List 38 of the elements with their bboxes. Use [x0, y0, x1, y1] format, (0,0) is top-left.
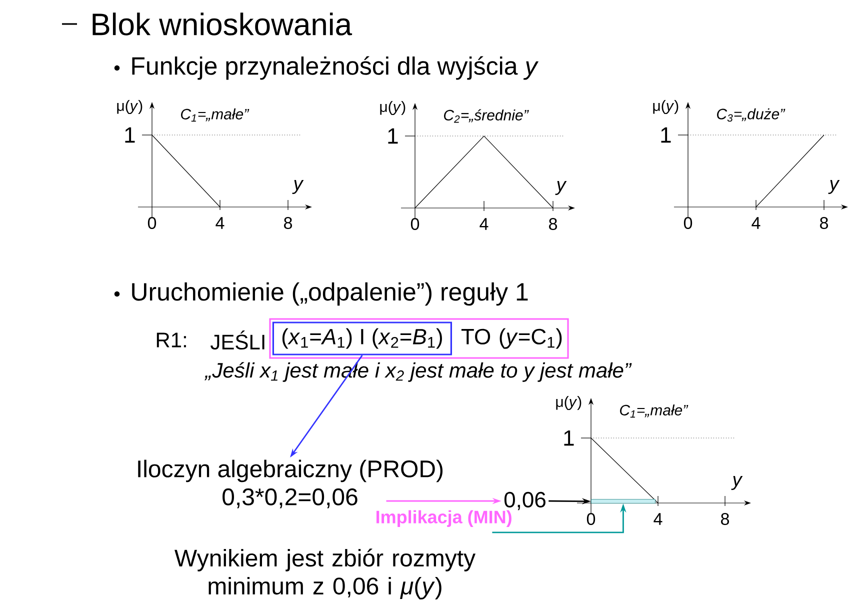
tick-label: 8	[549, 218, 557, 230]
tick-label: 8	[820, 216, 828, 230]
tick-label: 0	[148, 216, 156, 230]
axis-label: y	[731, 476, 743, 490]
axis-label: y	[828, 180, 840, 194]
value-text: 0,06	[504, 492, 546, 510]
tick-label: 0	[684, 216, 692, 230]
set-label: C$_{1}$=„małe”	[620, 404, 688, 418]
axis-label: y	[292, 180, 304, 194]
condition-box: (x$_{1}$=A$_{1}$) I (x$_{2}$=B$_{1}$)	[272, 322, 452, 356]
rule-label: R1:	[156, 332, 186, 348]
axis-label: μ(y)	[117, 100, 142, 114]
result-text: Iloczyn algebraiczny (PROD) 0,3*0,2=0,06	[138, 460, 442, 508]
tick-label: 1	[661, 127, 671, 143]
tick-label: 4	[480, 218, 488, 230]
axis-label: μ(y)	[380, 101, 406, 115]
tick-label: 4	[654, 513, 662, 525]
note-text: Wynikiem jest zbiór rozmyty minimum z 0,06 i μ(y)	[174, 548, 476, 600]
tick-label: 0	[410, 218, 420, 230]
axis-label: μ(y)	[556, 396, 582, 410]
edge-label: Implikacja (MIN)	[376, 510, 512, 527]
tick-label: 8	[284, 216, 292, 230]
tick-label: 4	[216, 217, 224, 229]
axis-label: y	[555, 181, 567, 195]
axis-label: μ(y)	[653, 100, 678, 114]
set-label: C$_{3}$=„duże”	[717, 108, 786, 122]
tick-label: 1	[388, 128, 398, 144]
bullet-text: Uruchomienie („odpalenie”) reguły 1	[132, 282, 528, 306]
bullet-text: Funkcje przynależności dla wyjścia y	[132, 56, 539, 80]
tick-label: 1	[125, 127, 135, 143]
set-label: C$_{2}$=„średnie”	[444, 109, 529, 123]
tick-label: 0	[586, 512, 596, 526]
slide-title: Blok wnioskowania	[92, 12, 352, 36]
shaded-bar	[591, 499, 656, 504]
tick-label: 8	[721, 512, 729, 526]
tick-label: 4	[752, 217, 760, 229]
tick-label: 1	[564, 430, 574, 446]
set-label: C$_{1}$=„małe”	[181, 108, 250, 122]
